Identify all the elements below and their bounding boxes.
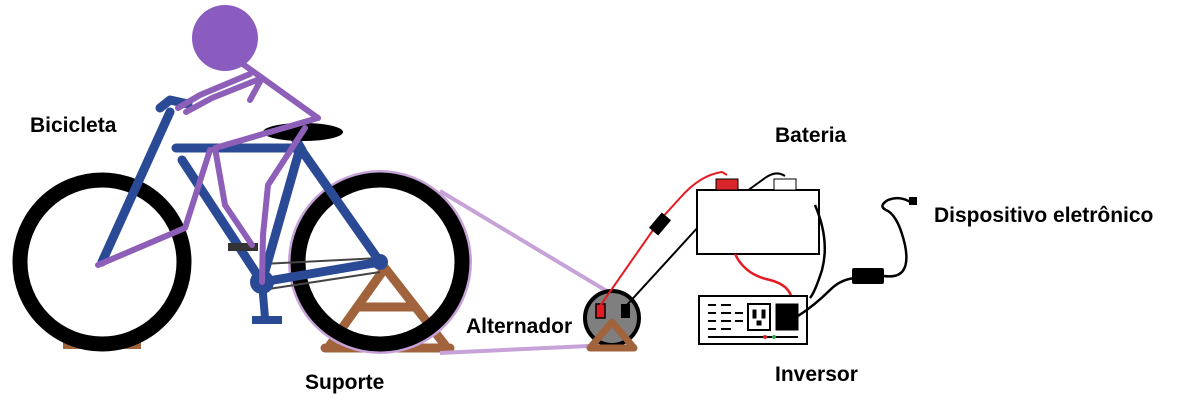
pedal-bottom (252, 316, 282, 324)
power-adapter (852, 268, 884, 284)
rear-hub (372, 254, 388, 270)
crank-arm (258, 281, 269, 319)
bicycle-frame (97, 95, 385, 287)
pedal-top (228, 243, 258, 251)
negative-wire (625, 172, 786, 307)
device-plug (909, 197, 917, 205)
battery (696, 178, 820, 255)
chain (261, 257, 381, 291)
label-stand: Suporte (305, 371, 385, 394)
label-bicycle: Bicicleta (30, 114, 117, 137)
battery-inverter-positive-cable (733, 253, 794, 301)
device-cable (797, 276, 859, 318)
battery-inverter-negative-cable (809, 204, 827, 299)
adapter-cable (881, 196, 913, 278)
label-inverter: Inversor (775, 363, 858, 386)
label-alternator: Alternador (466, 315, 573, 338)
alternator (583, 289, 641, 352)
label-electronic-device: Dispositivo eletrônico (934, 204, 1154, 227)
rider-head (192, 5, 258, 71)
rider-figure (95, 59, 321, 285)
positive-wire (599, 170, 728, 307)
inverter (698, 295, 808, 345)
front-wheel (12, 172, 192, 352)
inline-fuse (648, 212, 672, 236)
label-battery: Bateria (775, 124, 847, 147)
